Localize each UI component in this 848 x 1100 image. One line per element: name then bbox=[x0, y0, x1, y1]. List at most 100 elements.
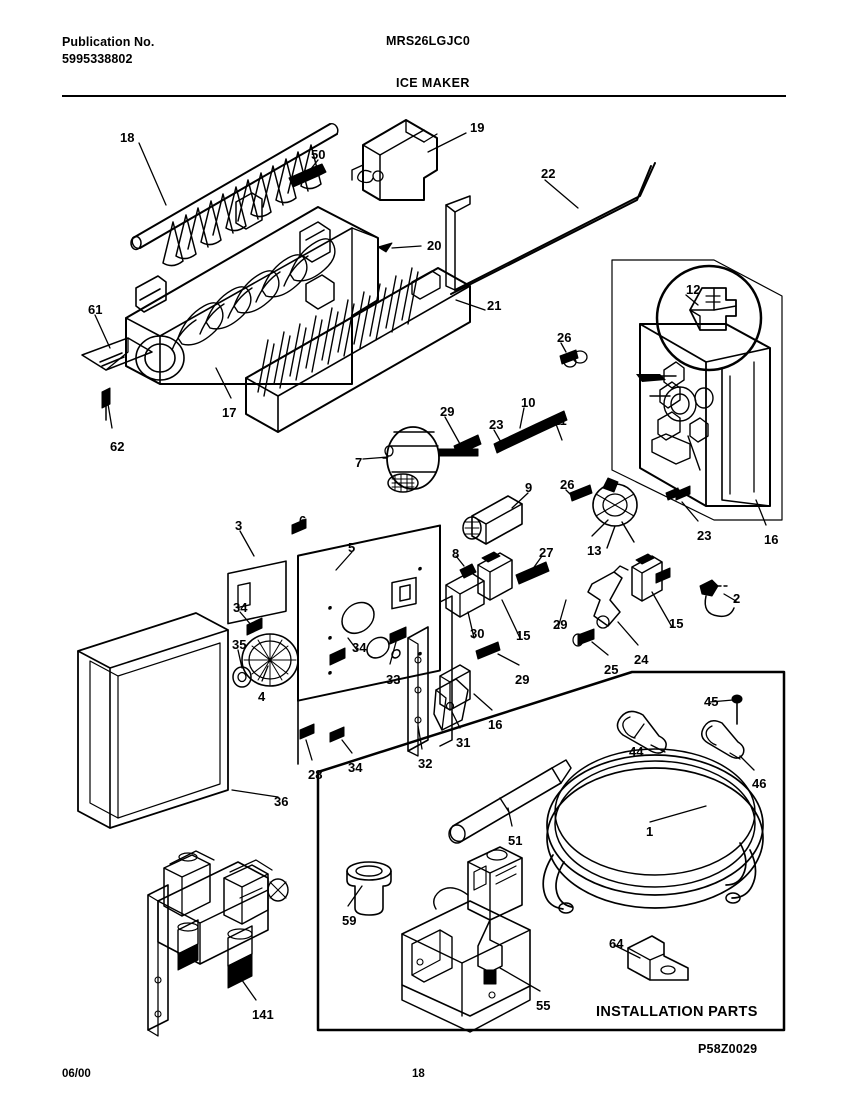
callout-13: 13 bbox=[587, 543, 602, 558]
callout-2: 2 bbox=[733, 591, 741, 606]
callout-50: 50 bbox=[311, 147, 326, 162]
callout-16: 16 bbox=[764, 532, 779, 547]
header-divider bbox=[62, 95, 786, 97]
part-drive-motor-7 bbox=[382, 426, 479, 493]
part-bracket-32 bbox=[407, 626, 429, 757]
part-bracket-64 bbox=[627, 935, 689, 981]
callout-9: 9 bbox=[525, 480, 533, 495]
part-ice-mold bbox=[125, 192, 379, 385]
callout-32: 32 bbox=[418, 756, 433, 771]
footer-date: 06/00 bbox=[62, 1068, 91, 1080]
callout-22: 22 bbox=[541, 166, 556, 181]
callout-33: 33 bbox=[386, 672, 401, 687]
callout-29: 29 bbox=[515, 672, 530, 687]
callout-55: 55 bbox=[536, 998, 551, 1013]
footer-page-number: 18 bbox=[412, 1068, 425, 1080]
part-mold-clip-61 bbox=[81, 337, 153, 371]
callout-34: 34 bbox=[352, 640, 367, 655]
callout-8: 8 bbox=[452, 546, 460, 561]
callout-36: 36 bbox=[274, 794, 289, 809]
installation-parts-label: INSTALLATION PARTS bbox=[596, 1004, 758, 1020]
part-plug-detail-12 bbox=[655, 264, 763, 372]
callout-6: 6 bbox=[299, 513, 307, 528]
part-mounting-plate-5 bbox=[297, 524, 453, 765]
publication-block: Publication No. 5995338802 bbox=[62, 34, 154, 68]
publication-number: 5995338802 bbox=[62, 51, 133, 66]
part-water-valve-55 bbox=[401, 846, 531, 1033]
callout-44: 44 bbox=[629, 744, 644, 759]
callout-61: 61 bbox=[88, 302, 103, 317]
part-dual-water-valve-141 bbox=[147, 850, 289, 1037]
callout-24: 24 bbox=[634, 652, 649, 667]
part-31 bbox=[433, 678, 469, 731]
part-pin-20 bbox=[377, 242, 393, 253]
section-title: ICE MAKER bbox=[396, 76, 470, 90]
callout-21: 21 bbox=[487, 298, 502, 313]
callout-26: 26 bbox=[557, 330, 572, 345]
callout-26: 26 bbox=[560, 477, 575, 492]
callout-11: 11 bbox=[553, 413, 567, 428]
callout-30: 30 bbox=[470, 626, 485, 641]
part-fill-cup-19 bbox=[351, 119, 438, 201]
callout-45: 45 bbox=[704, 694, 719, 709]
callout-141: 141 bbox=[252, 1007, 274, 1022]
callout-3: 3 bbox=[235, 518, 243, 533]
part-screw-62 bbox=[101, 387, 111, 421]
part-shutoff-arm-22 bbox=[445, 162, 656, 295]
part-screw-25 bbox=[572, 628, 595, 647]
callout-4: 4 bbox=[258, 689, 266, 704]
part-wire-lead-2 bbox=[699, 579, 735, 618]
callout-16: 16 bbox=[488, 717, 503, 732]
callout-25: 25 bbox=[604, 662, 619, 677]
model-number: MRS26LGJC0 bbox=[386, 34, 470, 48]
part-cam-13 bbox=[592, 477, 638, 549]
callout-51: 51 bbox=[508, 833, 523, 848]
callout-34: 34 bbox=[233, 600, 248, 615]
callout-7: 7 bbox=[355, 455, 363, 470]
callout-29: 29 bbox=[553, 617, 568, 632]
callout-46: 46 bbox=[752, 776, 767, 791]
callout-34: 34 bbox=[348, 760, 363, 775]
part-drive-gear-4 bbox=[241, 633, 299, 687]
part-switch-15a bbox=[477, 551, 513, 601]
fasteners bbox=[246, 163, 681, 743]
callout-59: 59 bbox=[342, 913, 357, 928]
callout-29: 29 bbox=[440, 404, 455, 419]
callout-19: 19 bbox=[470, 120, 485, 135]
callout-18: 18 bbox=[120, 130, 135, 145]
publication-label: Publication No. bbox=[62, 35, 155, 49]
part-insulation-block-36 bbox=[77, 612, 229, 829]
part-grommet-59 bbox=[346, 861, 392, 916]
part-thermostat-9 bbox=[462, 495, 523, 545]
callout-5: 5 bbox=[348, 540, 356, 555]
part-clamp-46 bbox=[701, 720, 745, 760]
part-water-tubing-1 bbox=[542, 748, 764, 914]
diagram-code: P58Z0029 bbox=[698, 1042, 758, 1056]
installation-parts-box bbox=[316, 670, 786, 1032]
callout-64: 64 bbox=[609, 936, 624, 951]
callout-15: 15 bbox=[669, 616, 684, 631]
part-screw-45 bbox=[731, 694, 743, 725]
callout-28: 28 bbox=[308, 767, 323, 782]
leader-lines bbox=[94, 132, 767, 1001]
callout-23: 23 bbox=[697, 528, 712, 543]
callout-62: 62 bbox=[110, 439, 125, 454]
callout-27: 27 bbox=[539, 545, 554, 560]
callout-12: 12 bbox=[686, 282, 701, 297]
part-ejector-blade-assembly bbox=[130, 122, 339, 267]
callout-23: 23 bbox=[489, 417, 504, 432]
callout-15: 15 bbox=[516, 628, 531, 643]
callout-1: 1 bbox=[646, 824, 654, 839]
part-fill-tube-51 bbox=[448, 759, 572, 844]
callout-31: 31 bbox=[456, 735, 471, 750]
part-lever-24 bbox=[587, 565, 629, 629]
part-clamp-44 bbox=[616, 710, 667, 754]
callout-17: 17 bbox=[222, 405, 237, 420]
callout-35: 35 bbox=[232, 637, 247, 652]
part-control-module-16 bbox=[611, 259, 783, 521]
part-seal-3 bbox=[227, 560, 287, 625]
callout-10: 10 bbox=[521, 395, 536, 410]
callout-20: 20 bbox=[427, 238, 442, 253]
